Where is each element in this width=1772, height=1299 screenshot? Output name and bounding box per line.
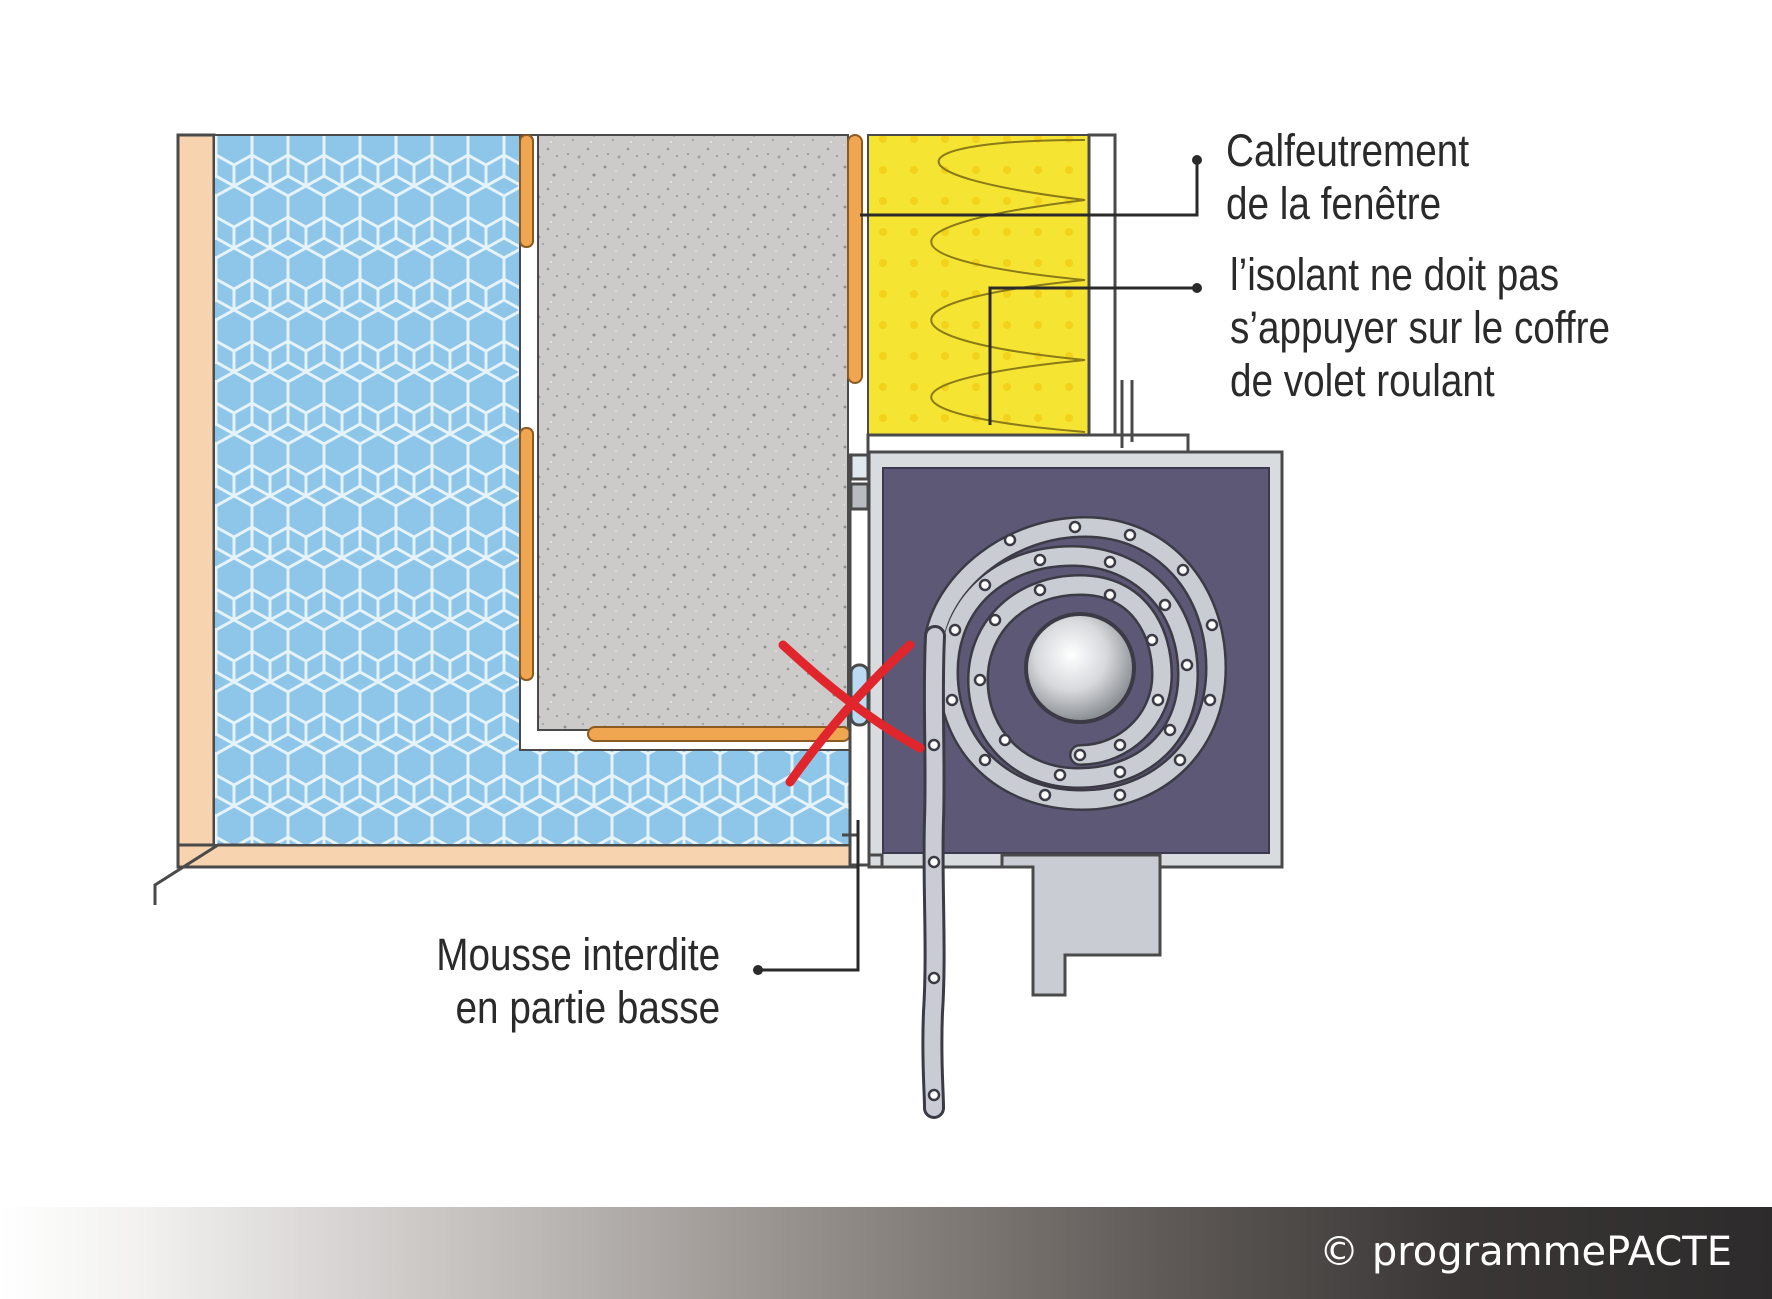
label-mousse-line1: Mousse interdite (436, 929, 720, 980)
exterior-frame (866, 133, 1190, 454)
concrete-wall (537, 134, 849, 731)
label-mousse-line2: en partie basse (455, 982, 720, 1033)
footer-bar: © programmePACTE (0, 1207, 1772, 1299)
leader-lines (758, 160, 1199, 972)
copyright-credit: © programmePACTE (1319, 1229, 1732, 1275)
shutter-roll (924, 515, 1228, 812)
interior-lining (176, 133, 860, 869)
mineral-wool-insulation (867, 134, 1090, 436)
label-isolant-line3: de volet roulant (1230, 355, 1495, 406)
label-isolant: l’isolant ne doit pas s’appuyer sur le c… (1230, 248, 1610, 407)
roller-axle (1024, 612, 1136, 724)
label-isolant-line1: l’isolant ne doit pas (1230, 249, 1560, 300)
leader-dots (753, 155, 1202, 975)
sealing-strips (519, 134, 863, 742)
shutter-curtain (921, 625, 946, 1119)
label-mousse: Mousse interdite en partie basse (436, 928, 720, 1034)
label-calfeutrement: Calfeutrement de la fenêtre (1226, 124, 1469, 230)
forbidden-foam-cross (778, 640, 925, 787)
shutter-guide (1000, 853, 1162, 997)
label-calfeutrement-line2: de la fenêtre (1226, 178, 1442, 229)
label-isolant-line2: s’appuyer sur le coffre (1230, 302, 1611, 353)
label-calfeutrement-line1: Calfeutrement (1226, 125, 1470, 176)
sill-flashing (153, 843, 280, 905)
